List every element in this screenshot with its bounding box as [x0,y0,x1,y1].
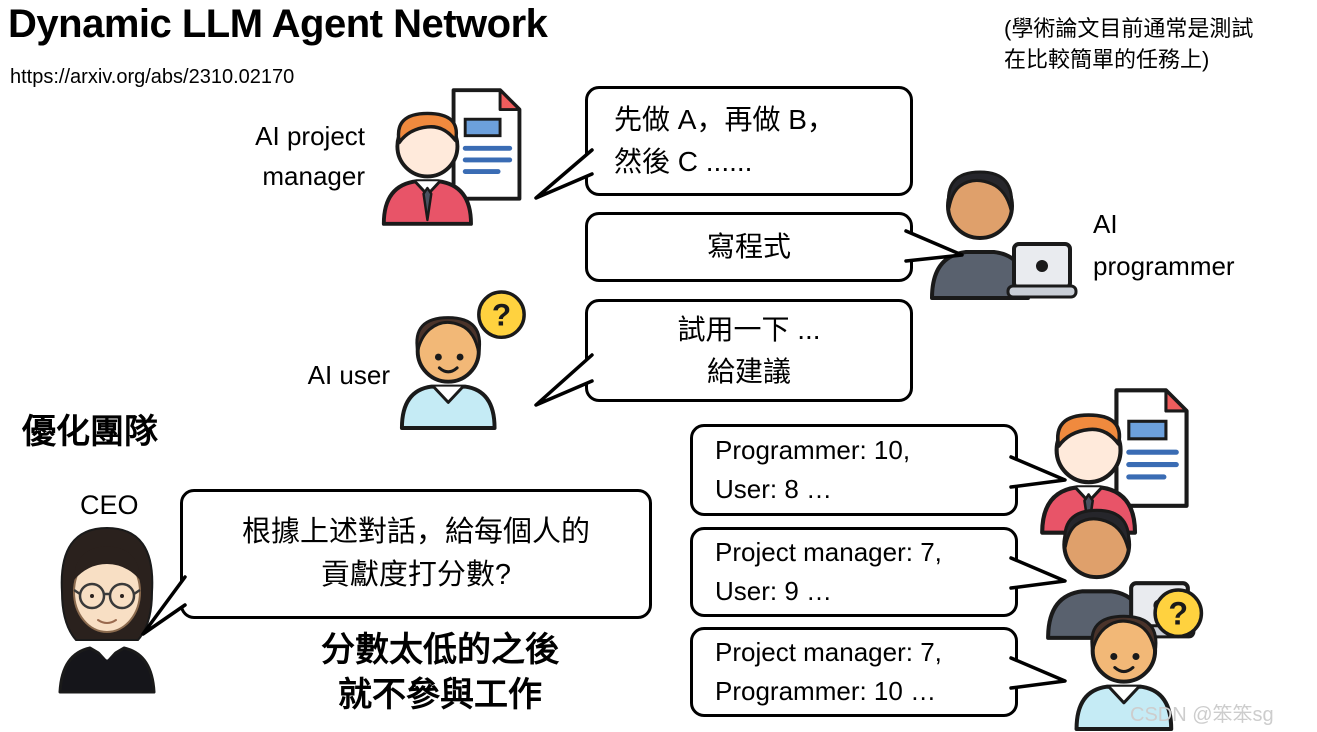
watermark: CSDN @笨笨sg [1130,704,1274,726]
programmer-scores-text: Project manager: 7, User: 9 … [715,537,942,606]
user-feedback-text: 試用一下 ... 給建議 [677,313,821,387]
glasses-icon [73,582,141,610]
person-ceo-figure [58,526,156,694]
bubble-tail [1009,455,1067,489]
ceo-label: CEO [80,490,139,520]
programmer-avatar [922,156,1082,301]
person-programmer-figure [930,170,1030,300]
bubble-tail [1009,656,1067,690]
pm-scores-text: Programmer: 10, User: 8 … [715,435,911,504]
programmer-scores-bubble: Project manager: 7, User: 9 … [690,527,1067,617]
user-scores-text: Project manager: 7, Programmer: 10 … [715,637,942,706]
user-scores-bubble: Project manager: 7, Programmer: 10 … [690,627,1067,717]
bubble-tail [904,229,964,263]
question-mark-icon: ? [1153,588,1204,639]
tie-icon [422,186,433,222]
page-title: Dynamic LLM Agent Network [8,2,548,46]
project-manager-label: AI project manager [255,121,365,192]
project-manager-avatar [378,82,533,232]
user-avatar-2: ? [1070,586,1212,732]
laptop-icon [1006,242,1078,299]
pm-plan-bubble: 先做 A，再做 B， 然後 C ...... [534,86,913,200]
bubble-tail [1009,556,1067,590]
bubble-tail [141,575,187,636]
arxiv-url: https://arxiv.org/abs/2310.02170 [10,66,295,88]
document-icon [1114,388,1189,508]
person-user-figure [1074,614,1174,731]
person-user-figure [399,316,497,430]
low-score-rule: 分數太低的之後 就不參與工作 [321,631,559,714]
user-label: AI user [307,360,390,390]
user-feedback-bubble: 試用一下 ... 給建議 [534,299,913,407]
svg-text:?: ? [1168,595,1188,631]
question-mark-icon: ? [477,290,526,340]
document-icon [451,88,522,201]
programmer-task-text: 寫程式 [706,231,791,262]
ceo-avatar [50,514,165,694]
ceo-question-bubble: 根據上述對話，給每個人的 貢獻度打分數? [141,489,652,636]
pm-scores-bubble: Programmer: 10, User: 8 … [690,424,1067,516]
optimize-team-heading: 優化團隊 [22,413,158,451]
bubble-tail [534,353,594,407]
programmer-task-bubble: 寫程式 [585,212,964,282]
programmer-label: AI programmer [1093,209,1235,282]
user-avatar: ? [396,288,534,431]
person-manager-figure [381,111,473,226]
svg-text:?: ? [492,296,511,332]
ceo-question-text: 根據上述對話，給每個人的 貢獻度打分數? [241,515,590,592]
pm-plan-text: 先做 A，再做 B， 然後 C ...... [614,104,835,177]
top-right-note: (學術論文目前通常是測試 在比較簡單的任務上) [1004,16,1254,72]
bubble-tail [534,148,594,200]
